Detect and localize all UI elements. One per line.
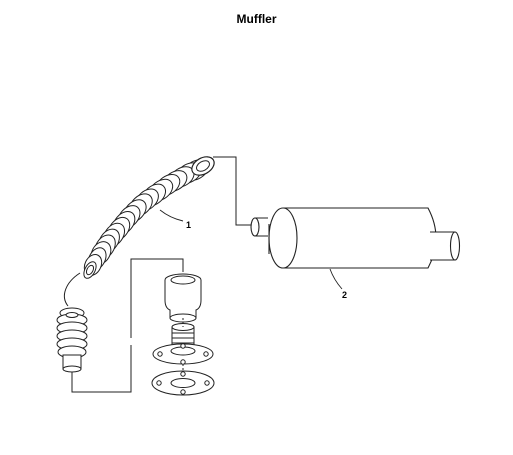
page-title: Muffler	[236, 12, 277, 26]
hose-ribs	[83, 159, 209, 276]
exhaust-hose	[83, 156, 215, 279]
callout-label-1: 1	[186, 220, 191, 230]
callout-label-2: 2	[342, 290, 347, 300]
lower-bellows-fitting	[56, 307, 88, 373]
callout-2: 2	[329, 268, 347, 300]
callout-1: 1	[159, 209, 191, 230]
pipe-route-lines	[71, 258, 184, 393]
through-hull-fitting	[151, 273, 215, 396]
hose-to-muffler-line	[213, 156, 254, 226]
hose-to-fitting-line	[64, 272, 81, 307]
muffler	[250, 207, 461, 269]
